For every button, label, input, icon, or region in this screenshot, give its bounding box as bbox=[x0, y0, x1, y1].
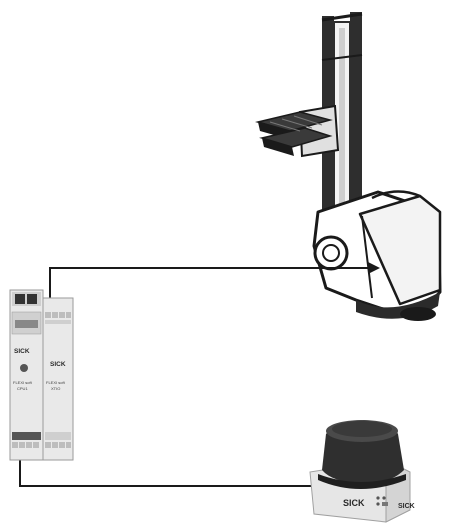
forklift-forks bbox=[255, 111, 333, 156]
safety-controller: SICK FLEXI soft CPU1 SICK FLEXI soft XTI… bbox=[9, 289, 74, 461]
scanner-brand-label: SICK bbox=[343, 498, 365, 508]
module2-model: XTIO bbox=[51, 386, 60, 391]
forklift-wheel-rear bbox=[400, 307, 436, 321]
forklift-wheel-front bbox=[313, 235, 349, 271]
arrow-head-icon bbox=[368, 262, 380, 274]
cable-controller-to-scanner bbox=[19, 460, 315, 487]
forklift bbox=[255, 12, 442, 321]
forklift-body bbox=[312, 190, 442, 319]
status-led-icon bbox=[20, 364, 28, 372]
scanner-led-icon bbox=[376, 502, 380, 506]
connection-cables bbox=[19, 262, 380, 487]
controller-brand-label: SICK bbox=[14, 348, 30, 355]
cable-controller-to-forklift bbox=[49, 267, 368, 300]
controller-module-cpu: SICK FLEXI soft CPU1 bbox=[9, 289, 44, 461]
io-module-brand-label: SICK bbox=[50, 361, 66, 368]
laser-scanner: SICK SICK bbox=[309, 420, 415, 523]
scanner-brand-label-side: SICK bbox=[398, 503, 415, 510]
scanner-led-icon bbox=[376, 496, 380, 500]
module1-model: CPU1 bbox=[17, 386, 28, 391]
module2-name: FLEXI soft bbox=[46, 380, 66, 385]
scanner-display-icon bbox=[382, 502, 388, 506]
module1-name: FLEXI soft bbox=[13, 380, 33, 385]
scanner-led-icon bbox=[382, 496, 386, 500]
controller-module-io: SICK FLEXI soft XTIO bbox=[42, 297, 74, 461]
